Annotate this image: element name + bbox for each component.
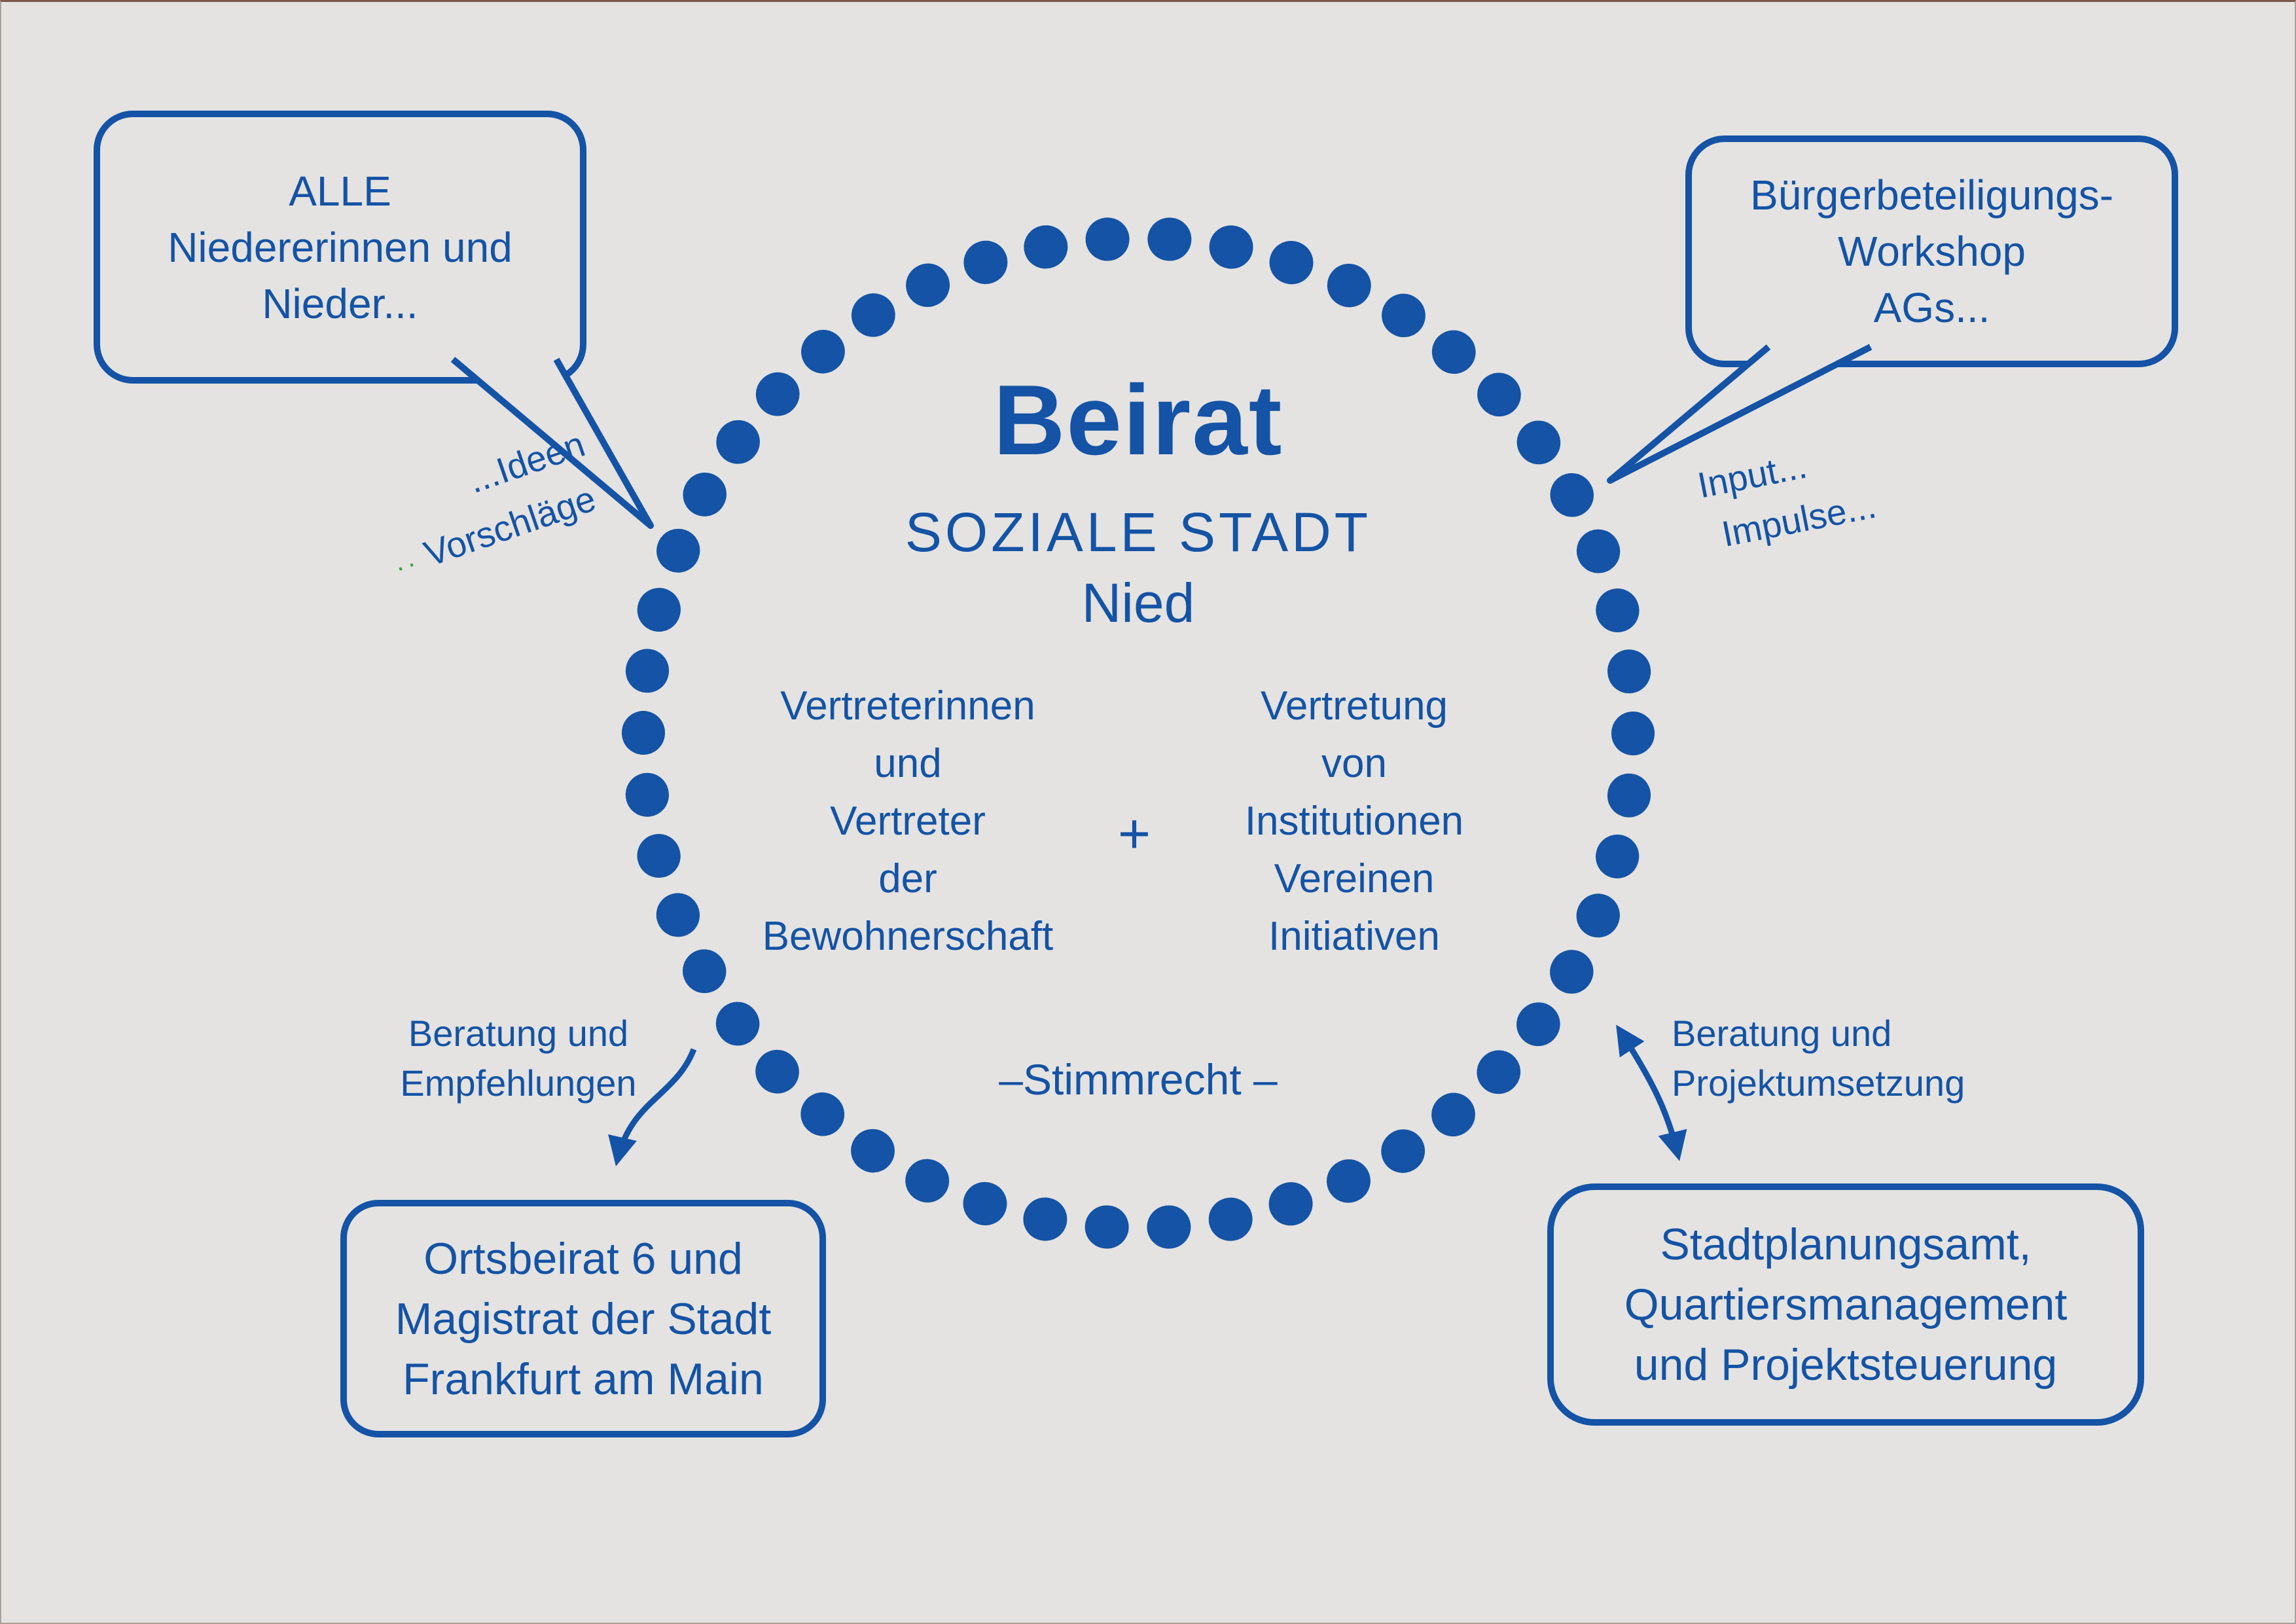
column-line: Vereinen	[1274, 856, 1435, 901]
bubble-line: Nieder...	[262, 280, 418, 327]
bubble-line: Workshop	[1838, 228, 2026, 275]
speech-bubble-participation-workshop: Bürgerbeteiligungs- Workshop AGs...	[1685, 135, 2178, 367]
label-line: Projektumsetzung	[1672, 1062, 1965, 1104]
column-line: Initiativen	[1268, 914, 1440, 959]
arrow-advice-left	[608, 1048, 697, 1166]
dotted-circle-border	[622, 217, 1655, 1250]
label-beratung-projektumsetzung: Beratung und Projektumsetzung	[1672, 1009, 2090, 1108]
members-institutions-column: Vertretung von Institutionen Vereinen In…	[1158, 677, 1551, 965]
bubble-line: ALLE	[289, 167, 391, 215]
column-line: der	[878, 856, 937, 901]
box-line: und Projektsteuerung	[1634, 1340, 2058, 1390]
box-ortsbeirat-magistrat: Ortsbeirat 6 und Magistrat der Stadt Fra…	[340, 1200, 826, 1437]
circle-place-name: Nied	[1081, 572, 1195, 634]
box-line: Ortsbeirat 6 und	[423, 1233, 743, 1284]
box-line: Frankfurt am Main	[403, 1354, 764, 1404]
double-arrow-advice-right	[1616, 1024, 1687, 1161]
members-residents-column: Vertreterinnen und Vertreter der Bewohne…	[711, 677, 1104, 965]
label-beratung-empfehlungen: Beratung und Empfehlungen	[365, 1009, 672, 1108]
bubble-line: Bürgerbeteiligungs-	[1750, 171, 2113, 219]
column-line: Institutionen	[1244, 799, 1464, 844]
column-line: und	[874, 741, 942, 786]
voting-right-note: –Stimmrecht –	[999, 1055, 1278, 1104]
label-line: Beratung und	[1672, 1013, 1892, 1054]
circle-subtitle: SOZIALE STADT	[905, 501, 1372, 563]
box-line: Magistrat der Stadt	[395, 1293, 772, 1344]
bubble-line: AGs...	[1873, 284, 1990, 331]
label-line: Beratung und	[408, 1013, 629, 1054]
column-line: Vertretung	[1260, 683, 1448, 729]
box-stadtplanungsamt: Stadtplanungsamt, Quartiersmanagement un…	[1547, 1183, 2144, 1426]
speech-bubble-residents: ALLE Niedererinnen und Nieder...	[94, 111, 586, 384]
bubble-line: Niedererinnen und	[168, 223, 512, 271]
column-line: Vertreter	[830, 799, 986, 844]
box-line: Stadtplanungsamt,	[1660, 1219, 2032, 1269]
circle-title: Beirat	[993, 365, 1283, 476]
column-line: Vertreterinnen	[780, 683, 1035, 729]
label-line: Empfehlungen	[400, 1062, 637, 1104]
column-line: von	[1321, 741, 1387, 786]
plus-sign: +	[1117, 803, 1151, 865]
box-line: Quartiersmanagement	[1624, 1280, 2068, 1329]
column-line: Bewohnerschaft	[762, 914, 1054, 959]
